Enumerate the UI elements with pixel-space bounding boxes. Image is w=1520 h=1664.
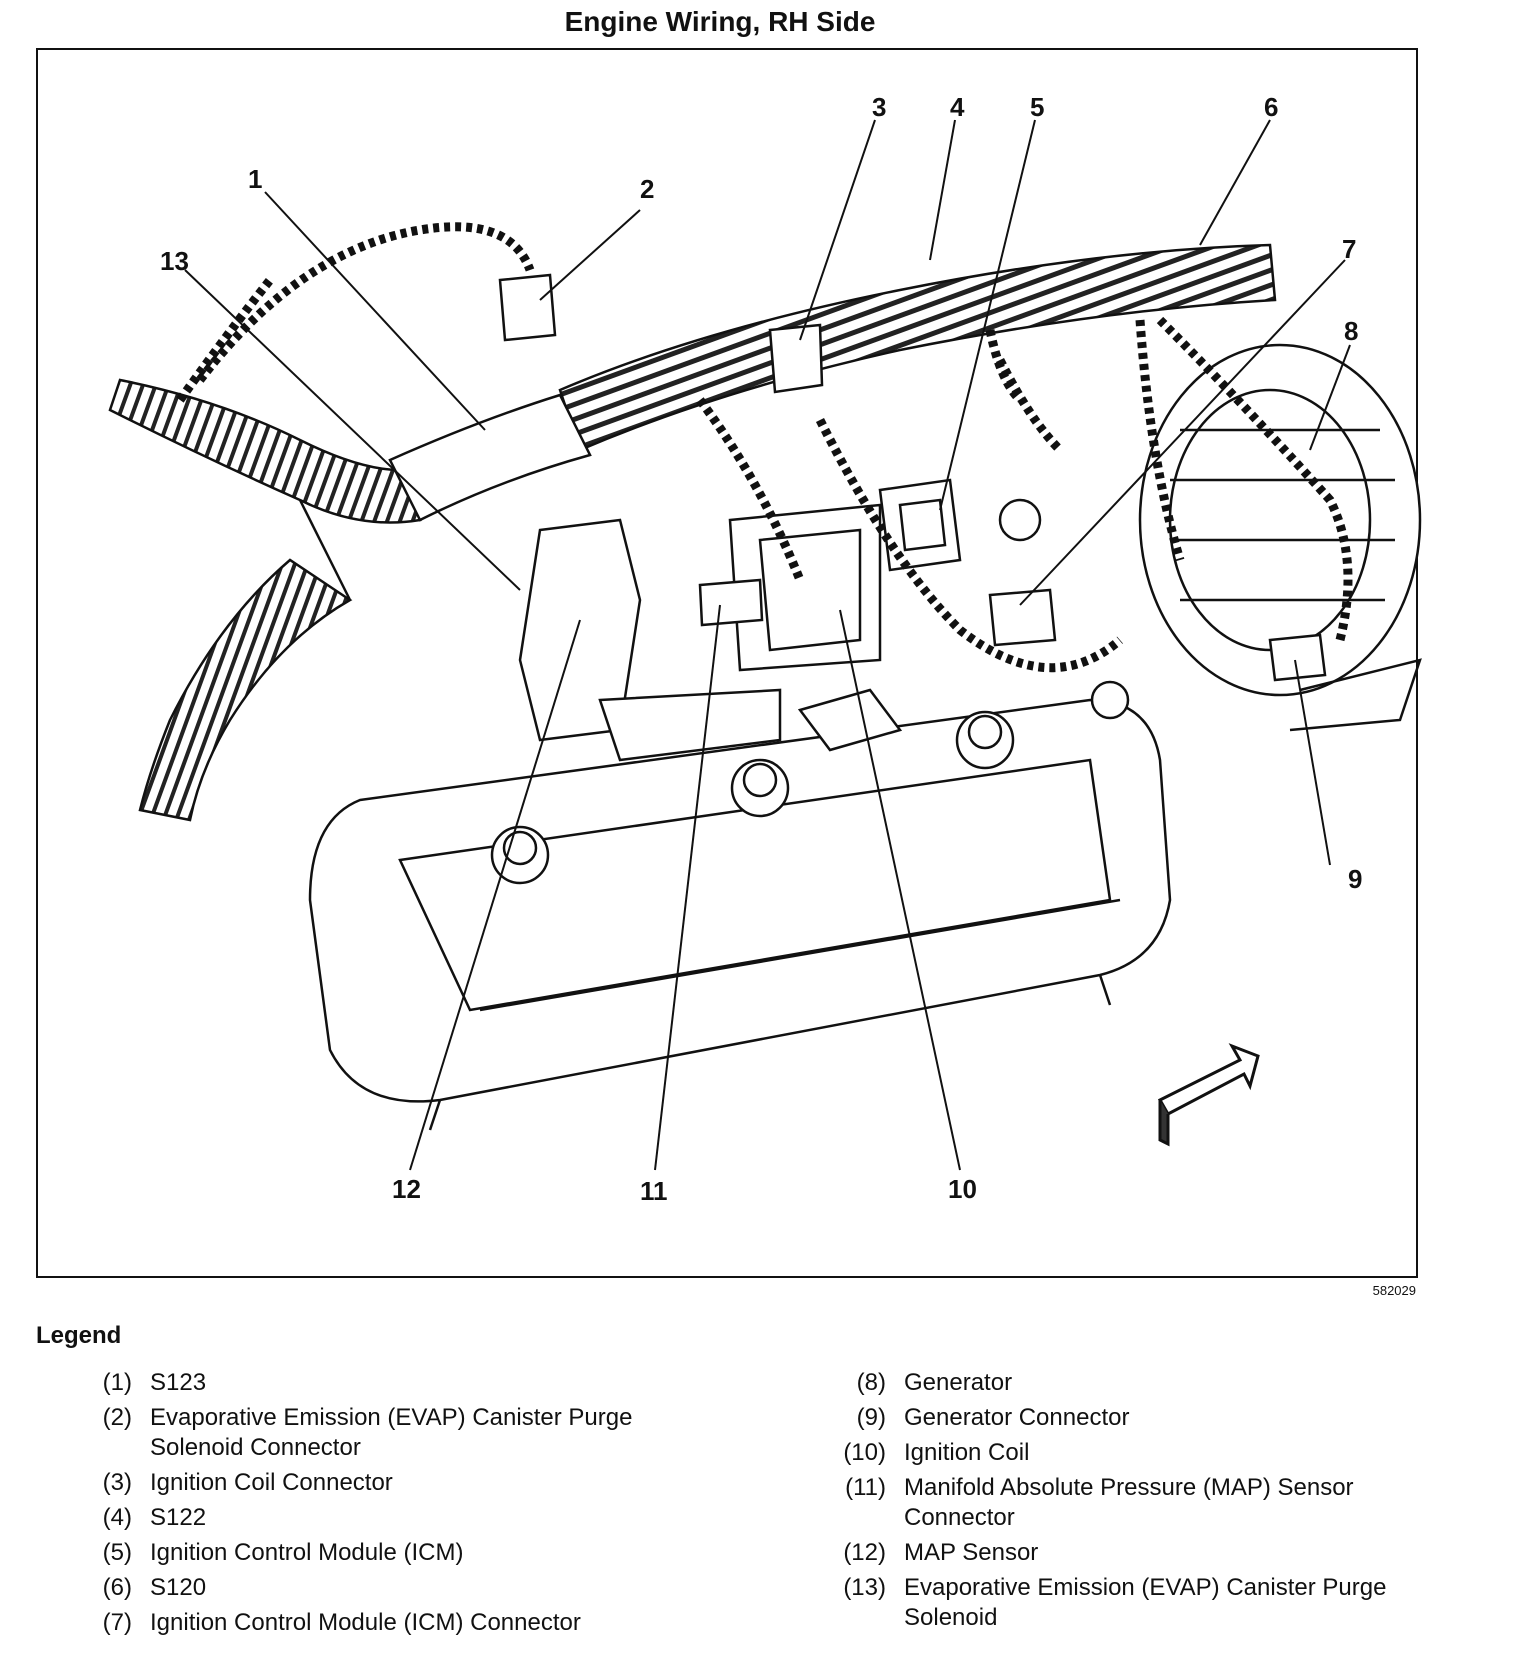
legend-text: S120 (150, 1574, 207, 1601)
valve-cover (308, 698, 1172, 1131)
legend-heading: Legend (36, 1322, 122, 1349)
legend-text: Ignition Control Module (ICM) Connector (150, 1609, 581, 1636)
callout-13: 13 (160, 246, 189, 276)
legend-item: (13) Evaporative Emission (EVAP) Caniste… (820, 1573, 1464, 1633)
legend-text: Ignition Coil Connector (150, 1469, 393, 1496)
callout-9: 9 (1348, 864, 1362, 894)
branch-wires (176, 222, 1353, 673)
legend-column-left: (1) S123 (2) Evaporative Emission (EVAP)… (66, 1368, 670, 1643)
legend-text: Ignition Control Module (ICM) (150, 1539, 464, 1566)
ignition-module (878, 478, 1042, 572)
legend-number: (5) (102, 1539, 132, 1566)
legend-number: (11) (845, 1474, 886, 1501)
leader-lines (184, 119, 1351, 1171)
legend-number: (8) (856, 1369, 886, 1396)
legend-item: (12) MAP Sensor (820, 1538, 1464, 1568)
legend-text: Evaporative Emission (EVAP) Canister Pur… (150, 1404, 633, 1461)
legend-text: Evaporative Emission (EVAP) Canister Pur… (904, 1574, 1387, 1631)
legend-item: (5) Ignition Control Module (ICM) (66, 1538, 670, 1568)
legend-number: (12) (843, 1539, 886, 1566)
legend-item: (10) Ignition Coil (820, 1438, 1464, 1468)
callout-3: 3 (872, 92, 886, 122)
legend-text: S122 (150, 1504, 207, 1531)
callout-10: 10 (948, 1174, 977, 1204)
legend-number: (2) (102, 1404, 132, 1431)
figure-number: 582029 (1372, 1283, 1416, 1298)
valve-cover-bolts (490, 688, 1015, 885)
legend-item: (7) Ignition Control Module (ICM) Connec… (66, 1608, 670, 1638)
direction-arrow (1157, 1043, 1260, 1147)
legend-text: Ignition Coil (904, 1439, 1030, 1466)
legend-text: S123 (150, 1369, 207, 1396)
legend-item: (1) S123 (66, 1368, 670, 1398)
callout-4: 4 (950, 92, 965, 122)
legend-item: (9) Generator Connector (820, 1403, 1464, 1433)
legend-item: (2) Evaporative Emission (EVAP) Canister… (66, 1403, 670, 1463)
engine-wiring-illustration: 1 2 3 4 5 6 7 8 9 10 11 12 13 (108, 92, 1422, 1206)
legend-number: (9) (856, 1404, 886, 1431)
legend-text: Manifold Absolute Pressure (MAP) Sensor … (904, 1474, 1354, 1531)
callout-5: 5 (1030, 92, 1044, 122)
legend-text: Generator (904, 1369, 1013, 1396)
legend-item: (8) Generator (820, 1368, 1464, 1398)
callout-1: 1 (248, 164, 262, 194)
legend-number: (1) (102, 1369, 132, 1396)
callout-8: 8 (1344, 316, 1358, 346)
legend-item: (6) S120 (66, 1573, 670, 1603)
callout-12: 12 (392, 1174, 421, 1204)
legend-number: (4) (102, 1504, 132, 1531)
legend-item: (4) S122 (66, 1503, 670, 1533)
diagram-title: Engine Wiring, RH Side (564, 6, 876, 37)
legend-item: (3) Ignition Coil Connector (66, 1468, 670, 1498)
legend-number: (7) (102, 1609, 132, 1636)
legend-item: (11) Manifold Absolute Pressure (MAP) Se… (820, 1473, 1464, 1533)
legend-number: (6) (102, 1574, 132, 1601)
legend-column-right: (8) Generator (9) Generator Connector (1… (820, 1368, 1464, 1638)
callout-labels: 1 2 3 4 5 6 7 8 9 10 11 12 13 (160, 92, 1362, 1206)
callout-6: 6 (1264, 92, 1278, 122)
legend-text: Generator Connector (904, 1404, 1130, 1431)
callout-2: 2 (640, 174, 654, 204)
callout-11: 11 (640, 1176, 668, 1206)
manifold-bracket (518, 503, 882, 762)
legend-number: (3) (102, 1469, 132, 1496)
callout-7: 7 (1342, 234, 1356, 264)
legend-number: (10) (843, 1439, 886, 1466)
legend-number: (13) (843, 1574, 886, 1601)
connectors (498, 273, 1327, 720)
legend-text: MAP Sensor (904, 1539, 1039, 1566)
